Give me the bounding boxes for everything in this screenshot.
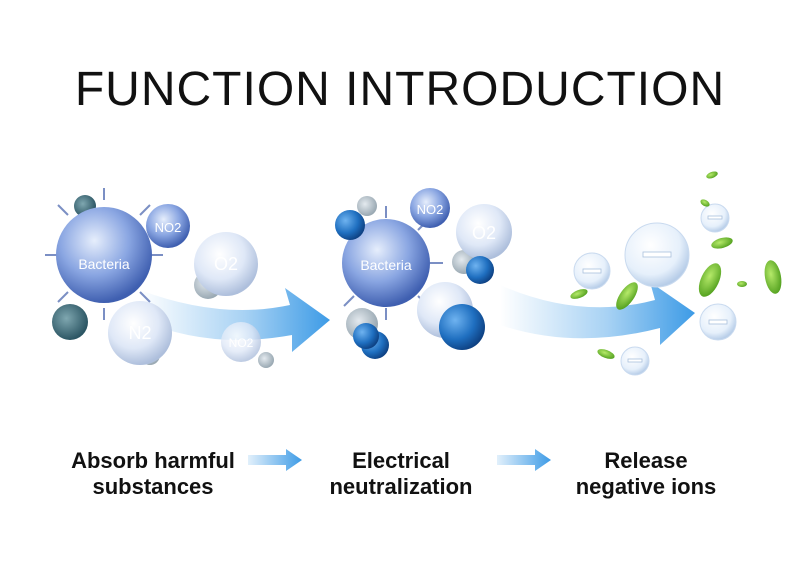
bacteria-spikes: [45, 188, 163, 320]
no2-molecule-icon: [410, 188, 450, 228]
leaf-icon: [737, 281, 747, 287]
virus-icon: [357, 196, 377, 216]
negative-ion-icon: [573, 252, 611, 290]
arrow-icon: [248, 449, 302, 471]
arrow-icon: [500, 282, 695, 345]
virus-icon: [52, 304, 88, 340]
bacteria-icon: [342, 219, 430, 307]
step-label-line: negative ions: [575, 474, 717, 499]
leaf-icon: [570, 289, 588, 299]
leaf-icon: [764, 260, 782, 294]
virus-icon: [258, 352, 274, 368]
step-label-line: neutralization: [329, 474, 473, 499]
ion-icon: [439, 304, 485, 350]
step-label-line: Release: [604, 448, 688, 473]
no2-molecule-icon: [146, 204, 190, 248]
page-title: FUNCTION INTRODUCTION: [74, 63, 726, 116]
step-label-line: Absorb harmful: [71, 448, 235, 473]
negative-ion-icon: [699, 303, 737, 341]
step-label-release: Release negative ions: [546, 448, 746, 500]
n2-molecule-icon: [108, 301, 172, 365]
step-label-absorb: Absorb harmful substances: [53, 448, 253, 500]
no2-label: NO2: [155, 220, 182, 235]
bacteria-icon: [56, 207, 152, 303]
ion-icon: [335, 210, 365, 240]
negative-ion-icon: [624, 222, 690, 288]
leaf-icon: [706, 171, 718, 179]
n2-label: N2: [128, 323, 151, 343]
step-label-line: substances: [92, 474, 214, 499]
leaf-icon: [711, 237, 733, 249]
bacteria-label: Bacteria: [360, 257, 412, 273]
o2-label: O2: [472, 223, 496, 243]
arrow-icon: [497, 449, 551, 471]
o2-label: O2: [214, 254, 238, 274]
arrow-icon: [140, 288, 330, 352]
no2-label: NO2: [229, 336, 254, 350]
leaf-icon: [616, 282, 638, 310]
step-label-line: Electrical: [352, 448, 450, 473]
negative-ion-icon: [700, 203, 730, 233]
no2-label: NO2: [417, 202, 444, 217]
no2-molecule-icon: [221, 322, 261, 362]
step-label-neutralize: Electrical neutralization: [301, 448, 501, 500]
o2-molecule-icon: [194, 232, 258, 296]
leaf-icon: [700, 199, 710, 207]
ion-icon: [353, 323, 379, 349]
ion-icon: [466, 256, 494, 284]
o2-molecule-icon: [456, 204, 512, 260]
leaf-icon: [698, 263, 722, 297]
leaf-icon: [597, 349, 615, 359]
bacteria-label: Bacteria: [78, 256, 130, 272]
negative-ion-icon: [620, 346, 650, 376]
